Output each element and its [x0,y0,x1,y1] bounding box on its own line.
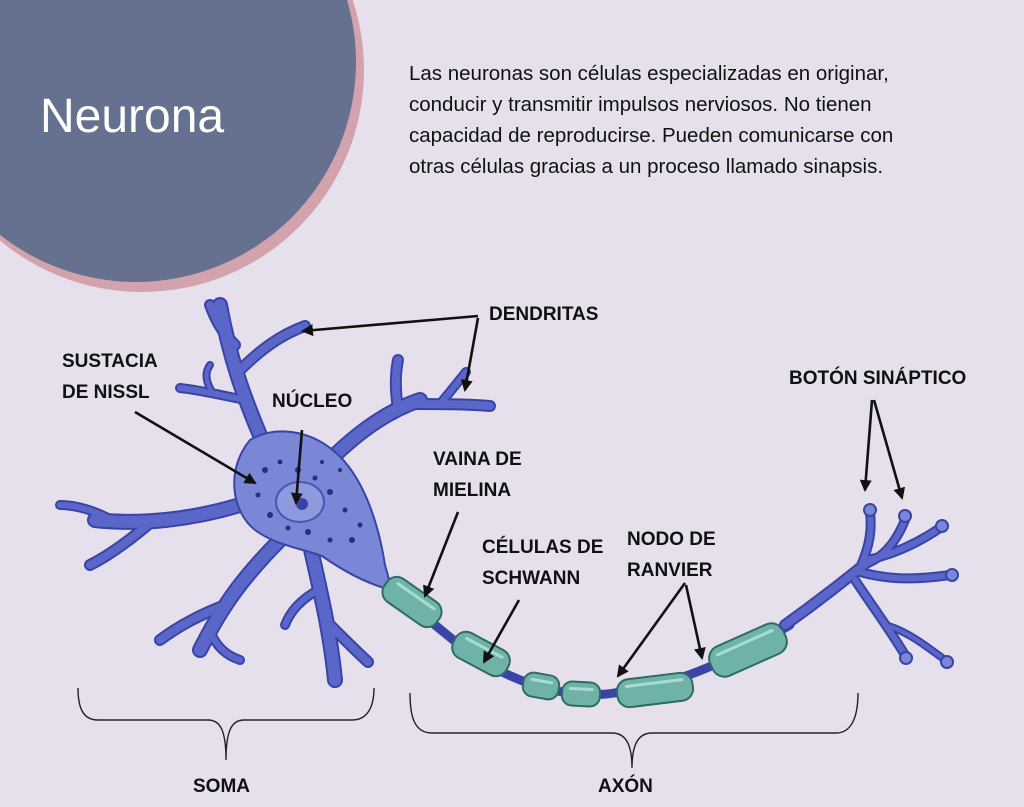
label-vaina-mielina-line2: MIELINA [433,480,511,501]
soma-brace [77,687,375,761]
label-sustancia-nissl-line2: DE NISSL [62,382,150,403]
label-boton-sinaptico: BOTÓN SINÁPTICO [789,367,966,389]
myelin-sheaths [381,575,788,709]
intro-line: otras células gracias a un proceso llama… [409,155,884,178]
intro-line: capacidad de reproducirse. Pueden comuni… [409,124,894,147]
neuron-illustration [55,297,959,709]
label-celulas-schwann-line2: SCHWANN [482,568,580,589]
intro-line: conducir y transmitir impulsos nerviosos… [409,93,872,116]
label-nucleo: NÚCLEO [272,390,352,412]
label-vaina-mielina-line1: VAINA DE [433,449,522,470]
diagram-labels: DENDRITAS SUSTACIA DE NISSL NÚCLEO BOTÓN… [62,304,966,797]
axon-brace [409,692,859,769]
label-celulas-schwann-line1: CÉLULAS DE [482,536,603,558]
intro-line: Las neuronas son células especializadas … [409,62,889,85]
title-badge: Neurona [0,0,364,292]
label-dendritas: DENDRITAS [489,304,598,325]
label-nodo-ranvier-line2: RANVIER [627,560,713,581]
title-circle [0,0,356,282]
nucleolus [296,498,308,510]
label-axon: AXÓN [598,775,653,797]
page-title: Neurona [40,90,224,143]
label-sustancia-nissl-line1: SUSTACIA [62,351,158,372]
dendrite-fills [57,299,494,686]
label-arrows [134,314,906,678]
label-soma: SOMA [193,776,250,797]
label-nodo-ranvier-line1: NODO DE [627,529,716,550]
nissl-granules [246,459,363,543]
intro-paragraph: Las neuronas son células especializadas … [409,58,1009,182]
axon-terminals [779,503,959,669]
